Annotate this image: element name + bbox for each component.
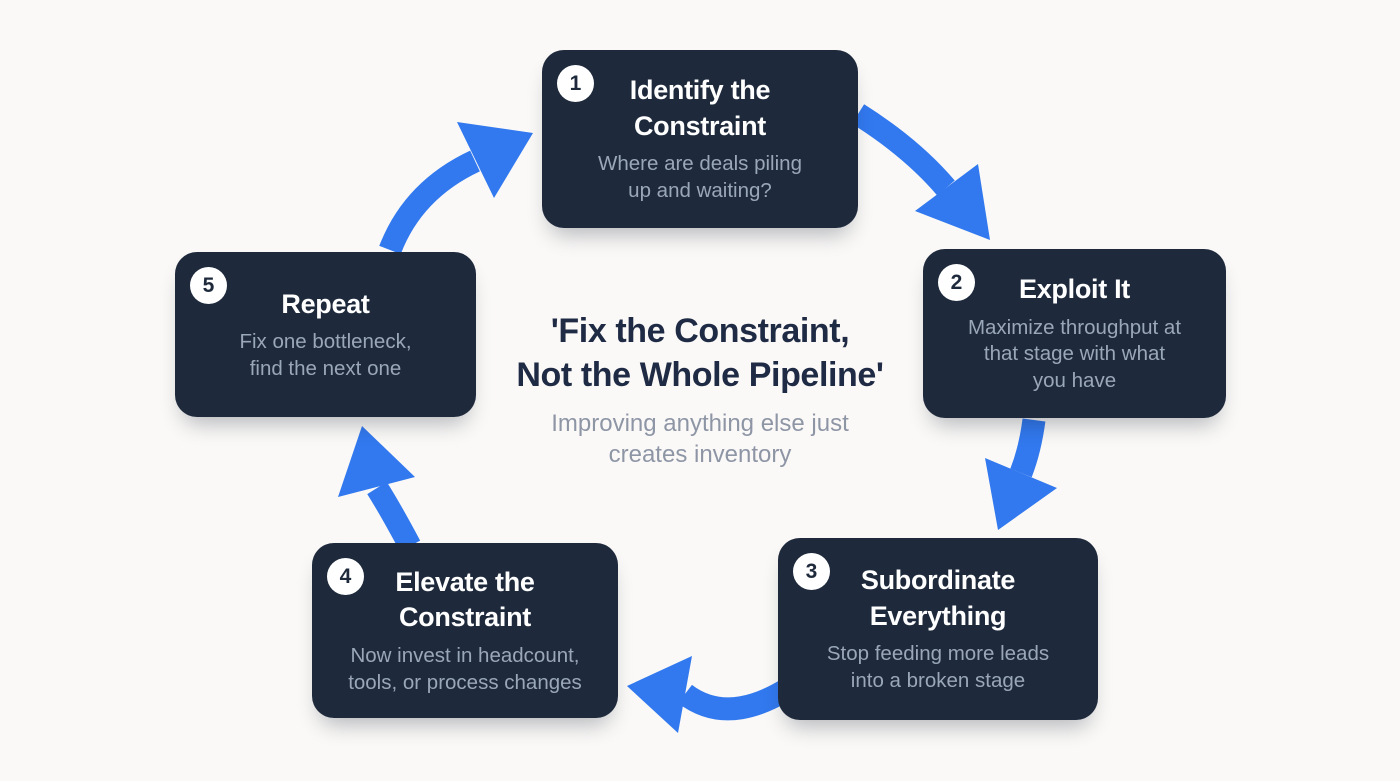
arrow-1-to-2-icon — [851, 104, 990, 240]
step-subtitle: Stop feeding more leads into a broken st… — [826, 642, 1050, 693]
step-subtitle: Fix one bottleneck, find the next one — [239, 330, 412, 380]
step-title: Subordinate Everything — [860, 565, 1016, 631]
step-subtitle: Now invest in headcount, tools, or proce… — [348, 643, 582, 694]
arrow-4-to-5-icon — [338, 426, 421, 552]
step-subtitle: Maximize throughput at that stage with w… — [967, 315, 1182, 393]
quote-title: 'Fix the Constraint, Not the Whole Pipel… — [516, 312, 884, 394]
quote-subtitle: Improving anything else just creates inv… — [551, 410, 849, 468]
step-number: 4 — [339, 564, 352, 588]
step-number: 2 — [950, 270, 963, 294]
step-number: 5 — [202, 273, 215, 297]
step-card-exploit: 2 Exploit It Maximize throughput at that… — [923, 249, 1226, 418]
step-number-badge: 1 — [557, 65, 594, 102]
step-card-subordinate: 3 Subordinate Everything Stop feeding mo… — [778, 538, 1098, 720]
step-number-badge: 3 — [793, 553, 830, 590]
arrow-5-to-1-icon — [379, 122, 533, 255]
step-title: Exploit It — [1019, 274, 1130, 305]
arrow-2-to-3-icon — [985, 418, 1057, 530]
step-number: 1 — [569, 71, 582, 95]
step-title: Elevate the Constraint — [395, 566, 535, 633]
step-card-repeat: 5 Repeat Fix one bottleneck, find the ne… — [175, 252, 476, 417]
step-card-elevate: 4 Elevate the Constraint Now invest in h… — [312, 543, 618, 718]
step-number-badge: 2 — [938, 264, 975, 301]
center-quote: 'Fix the Constraint, Not the Whole Pipel… — [450, 310, 950, 470]
step-title: Repeat — [281, 288, 370, 319]
step-number: 3 — [805, 559, 818, 583]
step-subtitle: Where are deals piling up and waiting? — [598, 152, 802, 203]
step-card-identify: 1 Identify the Constraint Where are deal… — [542, 50, 858, 228]
step-number-badge: 5 — [190, 267, 227, 304]
step-title: Identify the Constraint — [629, 75, 771, 141]
step-number-badge: 4 — [327, 558, 364, 595]
